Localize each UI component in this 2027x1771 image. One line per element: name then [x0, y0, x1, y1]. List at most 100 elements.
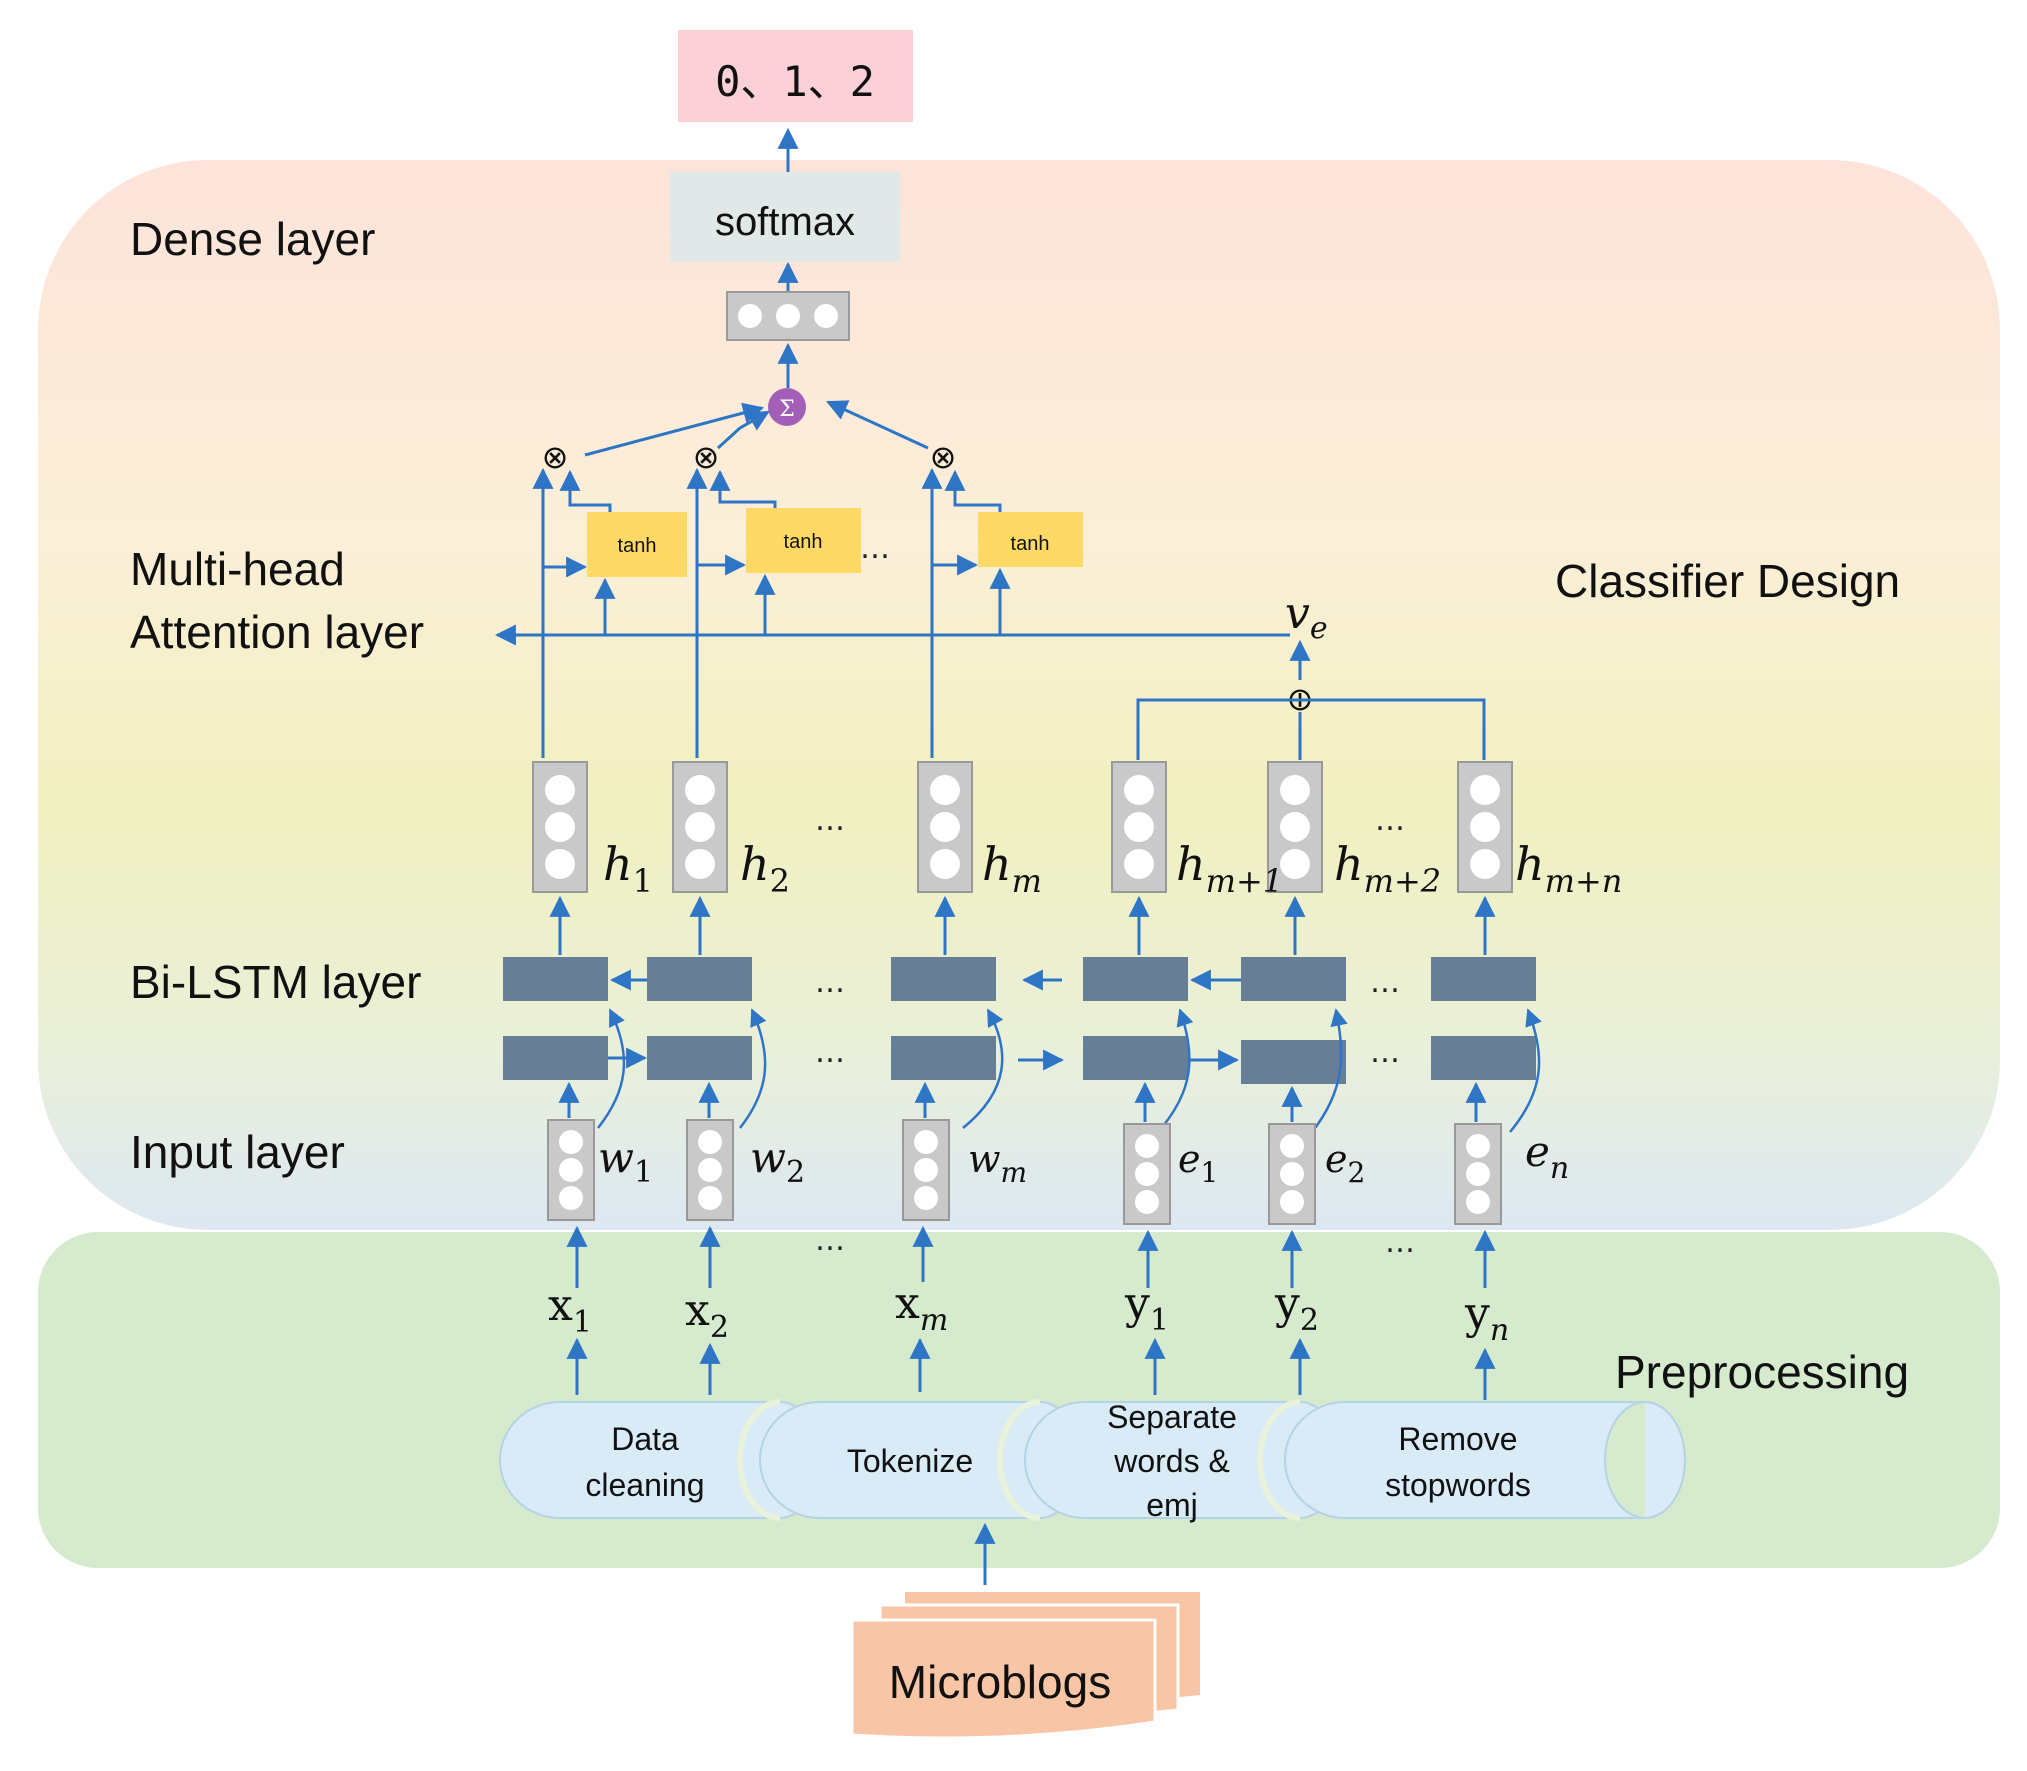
embedding-unit — [914, 1130, 938, 1154]
embedding-label-2: w2 — [750, 1133, 805, 1190]
curve-emb-lstm-m — [962, 1008, 1004, 1129]
step-shape — [1284, 1401, 1686, 1519]
hidden-unit — [1470, 812, 1500, 842]
microblogs-label: Microblogs — [889, 1656, 1111, 1708]
hidden-label-1: h1 — [603, 837, 653, 900]
embedding-unit — [698, 1130, 722, 1154]
arrow-mult2-sum — [716, 410, 770, 450]
hidden-unit — [1124, 849, 1154, 879]
token-label-yn: yn — [1464, 1288, 1509, 1348]
step-label-1a: Data — [611, 1421, 679, 1457]
hidden-unit — [1470, 775, 1500, 805]
hidden-label-m1: hm+1 — [1176, 837, 1283, 900]
step-label-3a: Separate — [1107, 1399, 1237, 1435]
step-label-2a: Tokenize — [847, 1443, 973, 1479]
hidden-vectors — [532, 761, 1513, 893]
hidden-unit — [545, 812, 575, 842]
tanh-label-1: tanh — [618, 535, 657, 557]
embedding-label-1: w1 — [598, 1133, 653, 1190]
lstm-cell-forward — [1241, 1040, 1346, 1084]
lstm-cell-forward — [647, 1036, 752, 1080]
hidden-unit — [930, 812, 960, 842]
step-label-3c: emj — [1146, 1487, 1198, 1523]
dense-unit — [776, 304, 800, 328]
token-label-y2: y2 — [1274, 1278, 1319, 1338]
output-box — [678, 30, 913, 122]
embedding-unit — [559, 1158, 583, 1182]
lstm-cell-forward — [503, 1036, 608, 1080]
lstm-cell-forward — [1431, 1036, 1536, 1080]
backward-lstm-row — [503, 957, 1536, 1001]
step-remove-stopwords: Remove stopwords — [1284, 1401, 1686, 1519]
emoji-aggregation-line — [1136, 698, 1486, 760]
dense-unit — [738, 304, 762, 328]
hidden-unit — [545, 849, 575, 879]
lstm-cell-backward — [503, 957, 608, 1001]
step-tokenize: Tokenize — [759, 1399, 1081, 1521]
ellipsis-embedding-1: … — [815, 1223, 845, 1258]
lstm-cell-forward — [891, 1036, 996, 1080]
arrow-tanh2-mult — [709, 469, 777, 508]
tanh-label-2: tanh — [784, 531, 823, 553]
embedding-unit — [914, 1158, 938, 1182]
classifier-section-bg — [38, 160, 2000, 1230]
embedding-unit — [914, 1186, 938, 1210]
step-label-1b: cleaning — [585, 1467, 704, 1503]
embedding-unit — [559, 1130, 583, 1154]
tanh-label-3: tanh — [1011, 533, 1050, 555]
hidden-unit — [1124, 812, 1154, 842]
hidden-unit — [1470, 849, 1500, 879]
lstm-cell-backward — [1083, 957, 1188, 1001]
ellipsis-embedding-2: … — [1385, 1225, 1415, 1260]
lstm-cell-backward — [1241, 957, 1346, 1001]
attention-layer-label-2: Attention layer — [130, 606, 424, 658]
hidden-unit — [1124, 775, 1154, 805]
embedding-unit — [1280, 1190, 1304, 1214]
embedding-unit — [1135, 1134, 1159, 1158]
attention-layer-label-1: Multi-head — [130, 543, 345, 595]
step-label-4a: Remove — [1398, 1421, 1517, 1457]
hidden-unit — [685, 849, 715, 879]
step-end — [1604, 1401, 1646, 1519]
embedding-unit — [1466, 1190, 1490, 1214]
lstm-cell-backward — [647, 957, 752, 1001]
softmax-box — [670, 172, 900, 262]
embedding-unit — [698, 1158, 722, 1182]
step-label-3b: words & — [1113, 1443, 1230, 1479]
lstm-cell-backward — [1431, 957, 1536, 1001]
output-label: 0、1、2 — [715, 57, 875, 106]
arrow-mult1-sum — [584, 402, 765, 457]
preprocessing-label: Preprocessing — [1615, 1346, 1909, 1398]
curve-emb-lstm-m1 — [1157, 1008, 1194, 1133]
embedding-label-m: wm — [968, 1137, 1027, 1189]
preprocessing-pipeline: Data cleaning Tokenize Separate words & … — [499, 1399, 1686, 1523]
softmax-label: softmax — [715, 200, 855, 244]
microblogs-source: Microblogs — [850, 1592, 1200, 1740]
hidden-unit — [1280, 849, 1310, 879]
step-end — [1257, 1399, 1301, 1521]
embedding-unit — [1135, 1162, 1159, 1186]
embedding-unit — [1466, 1162, 1490, 1186]
hidden-label-mn: hm+n — [1515, 837, 1622, 900]
ve-label: ve — [1285, 588, 1328, 646]
hidden-unit — [545, 775, 575, 805]
multiply-node-1: ⊗ — [542, 438, 569, 476]
ellipsis-hidden-2: … — [1375, 803, 1405, 838]
ellipsis-forward-2: … — [1370, 1035, 1400, 1070]
sum-node — [768, 388, 806, 426]
curve-emb-lstm-mn — [1509, 1008, 1542, 1133]
hidden-unit — [930, 775, 960, 805]
forward-lstm-row — [503, 1036, 1536, 1084]
token-label-xm: xm — [895, 1278, 948, 1338]
token-label-y1: y1 — [1124, 1278, 1169, 1338]
bilstm-layer-label: Bi-LSTM layer — [130, 956, 421, 1008]
hidden-unit — [1280, 775, 1310, 805]
multiply-node-3: ⊗ — [930, 438, 957, 476]
tanh-box-3 — [978, 512, 1083, 567]
lstm-cell-backward — [891, 957, 996, 1001]
embedding-unit — [1280, 1134, 1304, 1158]
hidden-unit — [1280, 812, 1310, 842]
lstm-cell-forward — [1083, 1036, 1188, 1080]
hidden-unit — [930, 849, 960, 879]
